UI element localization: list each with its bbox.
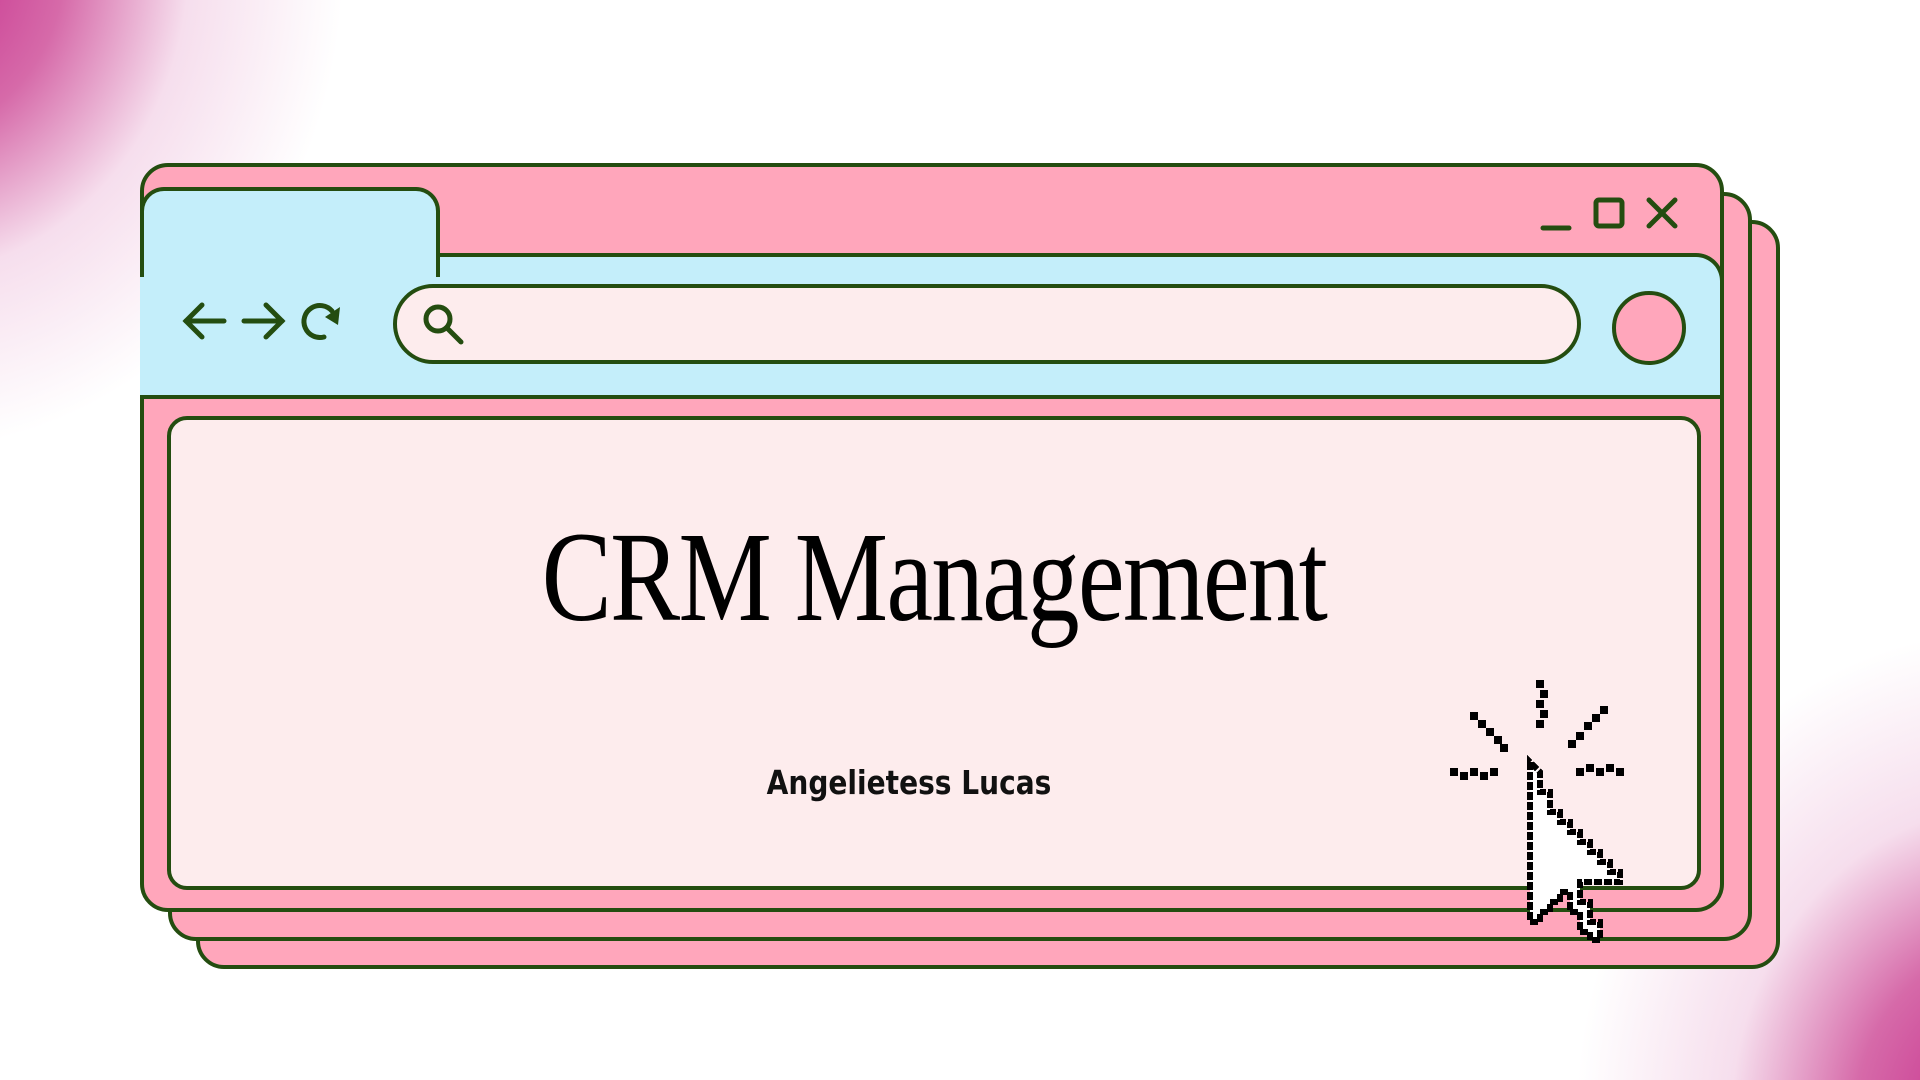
page-title: CRM Management	[541, 506, 1328, 648]
window-controls	[1540, 197, 1678, 231]
arrow-left-icon[interactable]	[182, 302, 227, 340]
refresh-icon[interactable]	[301, 303, 340, 340]
browser-window: CRM Management Angelietess Lucas	[140, 163, 1724, 912]
maximize-icon[interactable]	[1593, 197, 1625, 229]
tab-join	[144, 257, 436, 267]
arrow-right-icon[interactable]	[241, 302, 286, 340]
pixel-cursor-icon	[1450, 680, 1624, 943]
author-name: Angelietess Lucas	[766, 763, 1052, 802]
cursor-arrow-shape	[1527, 754, 1623, 943]
close-icon[interactable]	[1646, 197, 1678, 229]
nav-buttons	[182, 302, 340, 340]
search-icon	[423, 304, 464, 345]
address-bar[interactable]	[393, 284, 1581, 364]
content-panel: CRM Management Angelietess Lucas	[167, 416, 1701, 890]
profile-button[interactable]	[1612, 291, 1686, 365]
click-sparkle-icon	[1450, 680, 1624, 780]
